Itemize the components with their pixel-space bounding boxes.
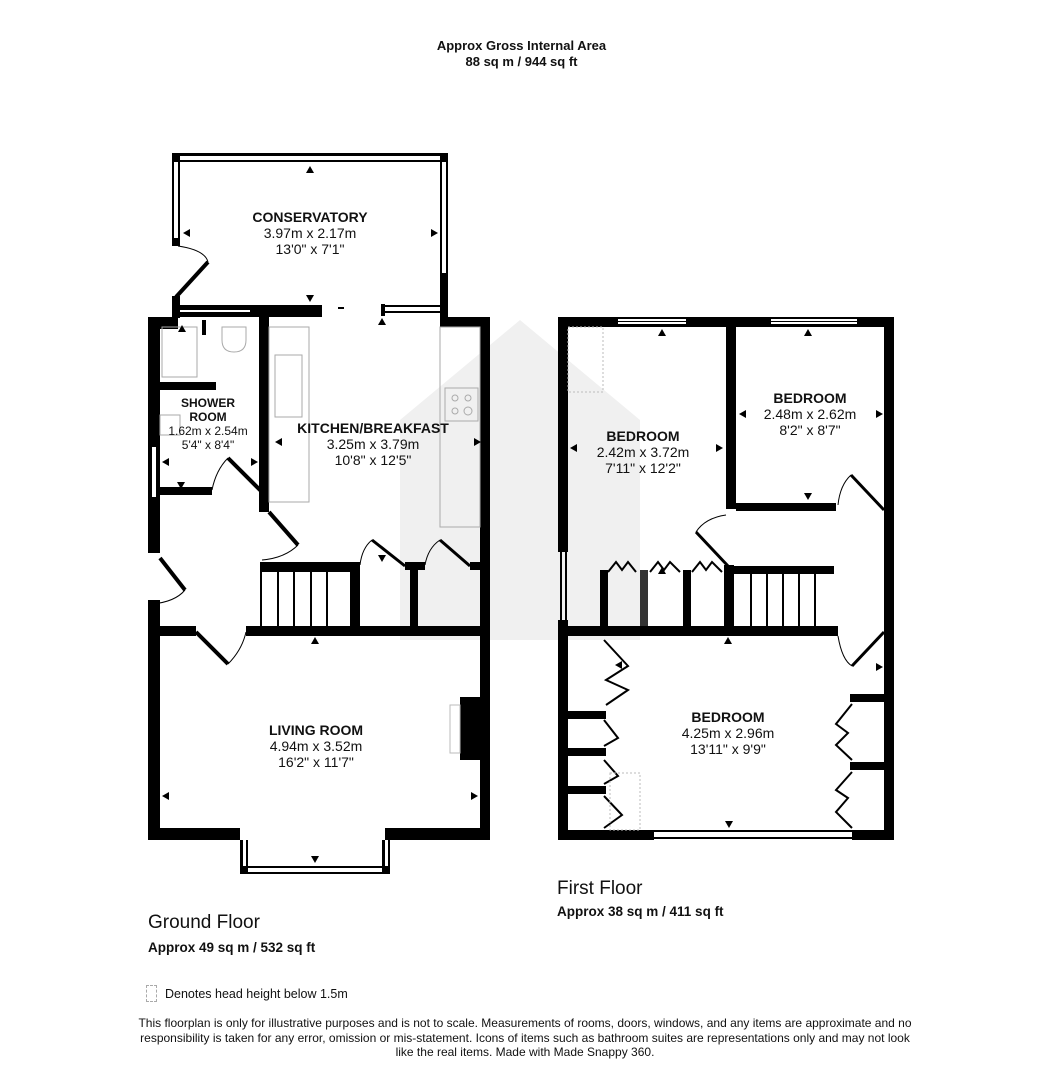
- room-label-kitchen-breakfast: KITCHEN/BREAKFAST 3.25m x 3.79m 10'8" x …: [297, 420, 449, 468]
- room-label-bedroom-3: BEDROOM 4.25m x 2.96m 13'11" x 9'9": [681, 709, 775, 757]
- dimension-arrows: [162, 166, 883, 863]
- ground-floor-title: Ground Floor: [148, 912, 260, 933]
- ground-floor-caption: Ground Floor Approx 49 sq m / 532 sq ft: [148, 912, 315, 956]
- watermark-house-icon: [400, 320, 640, 640]
- first-floor-area: Approx 38 sq m / 411 sq ft: [557, 904, 724, 919]
- first-floor-caption: First Floor Approx 38 sq m / 411 sq ft: [557, 878, 724, 920]
- gross-area-value: 88 sq m / 944 sq ft: [465, 54, 578, 69]
- head-height-legend-icon: [146, 985, 157, 1002]
- disclaimer-text: This floorplan is only for illustrative …: [138, 1016, 912, 1059]
- gross-area-header: Approx Gross Internal Area 88 sq m / 944…: [0, 38, 1043, 70]
- gross-area-title: Approx Gross Internal Area: [436, 38, 607, 53]
- first-floor-title: First Floor: [557, 878, 643, 899]
- ground-floor-area: Approx 49 sq m / 532 sq ft: [148, 940, 316, 955]
- room-label-shower-room: SHOWER ROOM 1.62m x 2.54m 5'4" x 8'4": [168, 396, 248, 452]
- room-label-living-room: LIVING ROOM 4.94m x 3.52m 16'2" x 11'7": [268, 722, 364, 770]
- room-label-bedroom-2: BEDROOM 2.48m x 2.62m 8'2" x 8'7": [763, 390, 857, 438]
- ground-floor-plan: [148, 153, 490, 874]
- legend: Denotes head height below 1.5m: [146, 985, 348, 1002]
- legend-label: Denotes head height below 1.5m: [165, 986, 348, 1001]
- room-label-conservatory: CONSERVATORY 3.97m x 2.17m 13'0" x 7'1": [252, 209, 368, 257]
- first-floor-plan: [558, 317, 894, 840]
- room-label-bedroom-1: BEDROOM 2.42m x 3.72m 7'11" x 12'2": [596, 428, 690, 476]
